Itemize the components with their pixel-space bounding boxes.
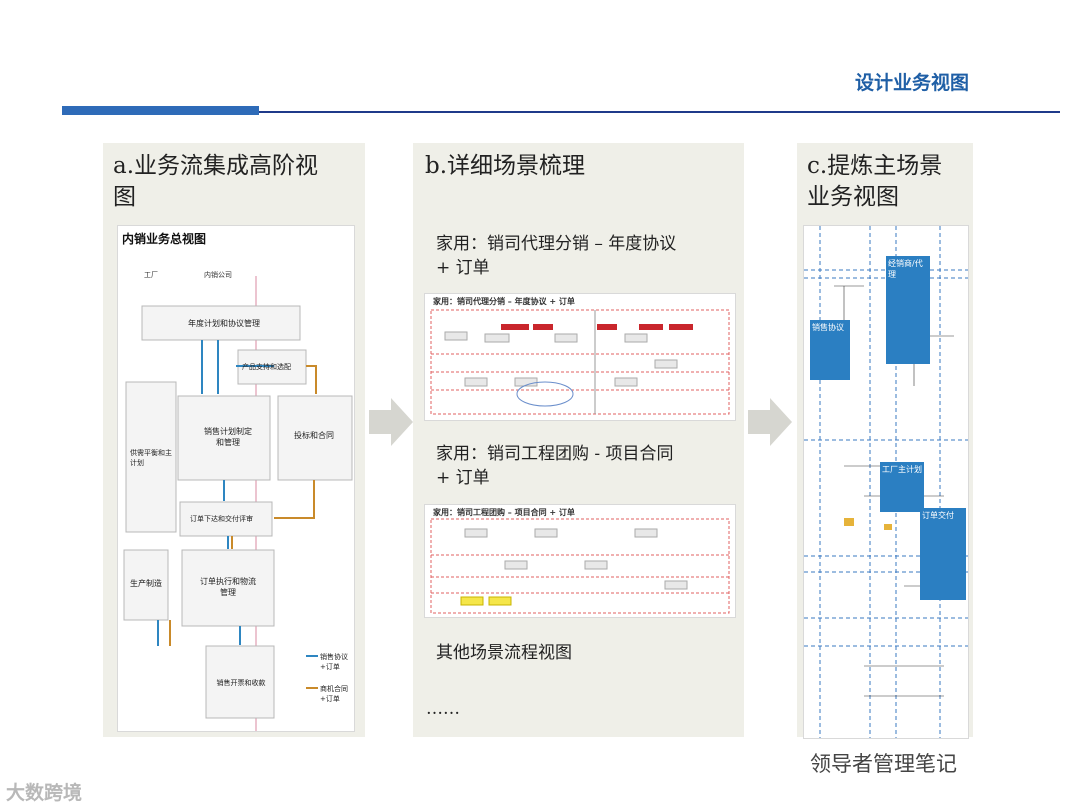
footer-watermark-left: 大数跨境 — [6, 782, 83, 804]
main-scenario-diagram: 经销商/代理 销售协议 工厂主计划 订单交付 — [803, 225, 969, 739]
panel-high-level-view: a.业务流集成高阶视 图 — [103, 143, 365, 737]
panel-c-title-line2: 业务视图 — [807, 184, 899, 210]
box-logistics-label: 订单执行和物流管理 — [200, 577, 256, 597]
scene-1-flow-svg — [430, 309, 730, 415]
callout-4: 订单交付 — [920, 508, 966, 600]
panel-a-title-line1: a.业务流集成高阶视 — [113, 153, 319, 179]
box-bid-label: 投标和合同 — [294, 431, 334, 440]
header-accent-bar — [62, 106, 259, 115]
page-title: 设计业务视图 — [855, 72, 970, 94]
scene-1-line1: 家用：销司代理分销 – 年度协议 — [436, 234, 677, 254]
scene-2-line1: 家用：销司工程团购 - 项目合同 — [436, 444, 674, 464]
callout-1: 经销商/代理 — [886, 256, 930, 364]
panel-b-title: b.详细场景梳理 — [425, 153, 586, 179]
box-invoice — [205, 645, 275, 719]
scene-2-flow-thumbnail: 家用：销司工程团购 – 项目合同 + 订单 — [424, 504, 736, 618]
panel-detailed-scenarios: b.详细场景梳理 — [413, 143, 744, 737]
footer-watermark-right: 领导者管理笔记 — [810, 752, 957, 776]
box-sales — [177, 395, 271, 481]
box-annual-label: 年度计划和协议管理 — [188, 319, 260, 328]
high-level-diagram: 内销业务总视图 工厂 内销公司 年度计划和协议管理 产品支持和选配 供需平衡和主… — [117, 225, 355, 732]
scene-1-line2: + 订单 — [436, 258, 490, 278]
box-supply — [125, 381, 177, 533]
callout-3: 工厂主计划 — [880, 462, 924, 512]
box-invoice-label: 销售开票和收款 — [216, 679, 266, 687]
diagram-title: 内销业务总视图 — [122, 232, 207, 246]
panel-a-title-line2: 图 — [113, 184, 136, 210]
legend-item-1: 销售协议+订单 — [320, 653, 348, 671]
scene-2-caption: 家用：销司工程团购 - 项目合同 + 订单 — [436, 442, 674, 490]
legend-item-2: 商机合同+订单 — [320, 685, 348, 703]
box-production-label: 生产制造 — [130, 579, 162, 588]
box-production — [123, 549, 169, 621]
lane-sales-company: 内销公司 — [204, 271, 232, 279]
scene-1-caption: 家用：销司代理分销 – 年度协议 + 订单 — [436, 232, 676, 280]
box-sales-label: 销售计划制定和管理 — [204, 427, 252, 447]
arrow-right-icon — [369, 398, 413, 446]
box-logistics — [181, 549, 275, 627]
header-divider-line — [259, 111, 1060, 113]
box-product-label: 产品支持和选配 — [242, 363, 291, 371]
scene-2-thumb-title: 家用：销司工程团购 – 项目合同 + 订单 — [433, 508, 575, 517]
more-scenes-ellipsis: …… — [426, 699, 460, 719]
arrow-right-icon — [748, 398, 792, 446]
box-supply-label: 供需平衡和主计划 — [130, 449, 172, 467]
high-level-diagram-svg — [123, 276, 353, 731]
scene-3-caption: 其他场景流程视图 — [436, 643, 572, 663]
lane-factory: 工厂 — [144, 271, 158, 279]
scene-2-flow-svg — [430, 518, 730, 614]
box-order-label: 订单下达和交付评审 — [190, 515, 253, 523]
scene-2-line2: + 订单 — [436, 468, 490, 488]
box-order — [179, 501, 273, 537]
scene-1-thumb-title: 家用：销司代理分销 – 年度协议 + 订单 — [433, 297, 575, 306]
callout-2: 销售协议 — [810, 320, 850, 380]
scene-1-flow-thumbnail: 家用：销司代理分销 – 年度协议 + 订单 — [424, 293, 736, 421]
box-annual — [141, 305, 301, 341]
box-bid — [277, 395, 353, 481]
panel-c-title-line1: c.提炼主场景 — [807, 153, 943, 179]
